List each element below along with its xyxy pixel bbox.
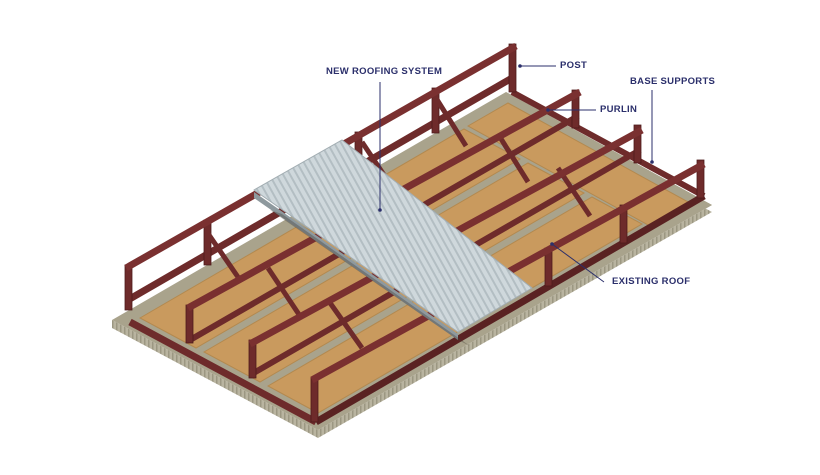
leader-lines <box>378 64 654 283</box>
label-base-supports: BASE SUPPORTS <box>630 76 716 87</box>
brace <box>325 298 365 350</box>
base-beam-right <box>314 192 706 426</box>
brace <box>204 230 243 282</box>
new-roof-sheet-surface <box>253 139 533 333</box>
brace <box>433 96 469 148</box>
leader-existing-roof <box>551 243 605 283</box>
label-new-roofing-system: NEW ROOFING SYSTEM <box>326 66 443 77</box>
label-post: POST <box>560 60 588 71</box>
new-roof-sheet-shadow <box>270 210 470 346</box>
post <box>633 124 642 164</box>
label-purlin: PURLIN <box>600 104 638 115</box>
new-roof-sheet-side <box>254 192 458 340</box>
new-roofing-sheet <box>253 139 533 346</box>
post <box>571 89 580 129</box>
label-existing-roof: EXISTING ROOF <box>612 276 691 287</box>
brace <box>495 132 531 184</box>
post <box>310 377 319 423</box>
post <box>696 159 705 199</box>
base-beam-front <box>128 318 318 426</box>
brace <box>265 266 303 318</box>
post <box>124 264 133 311</box>
